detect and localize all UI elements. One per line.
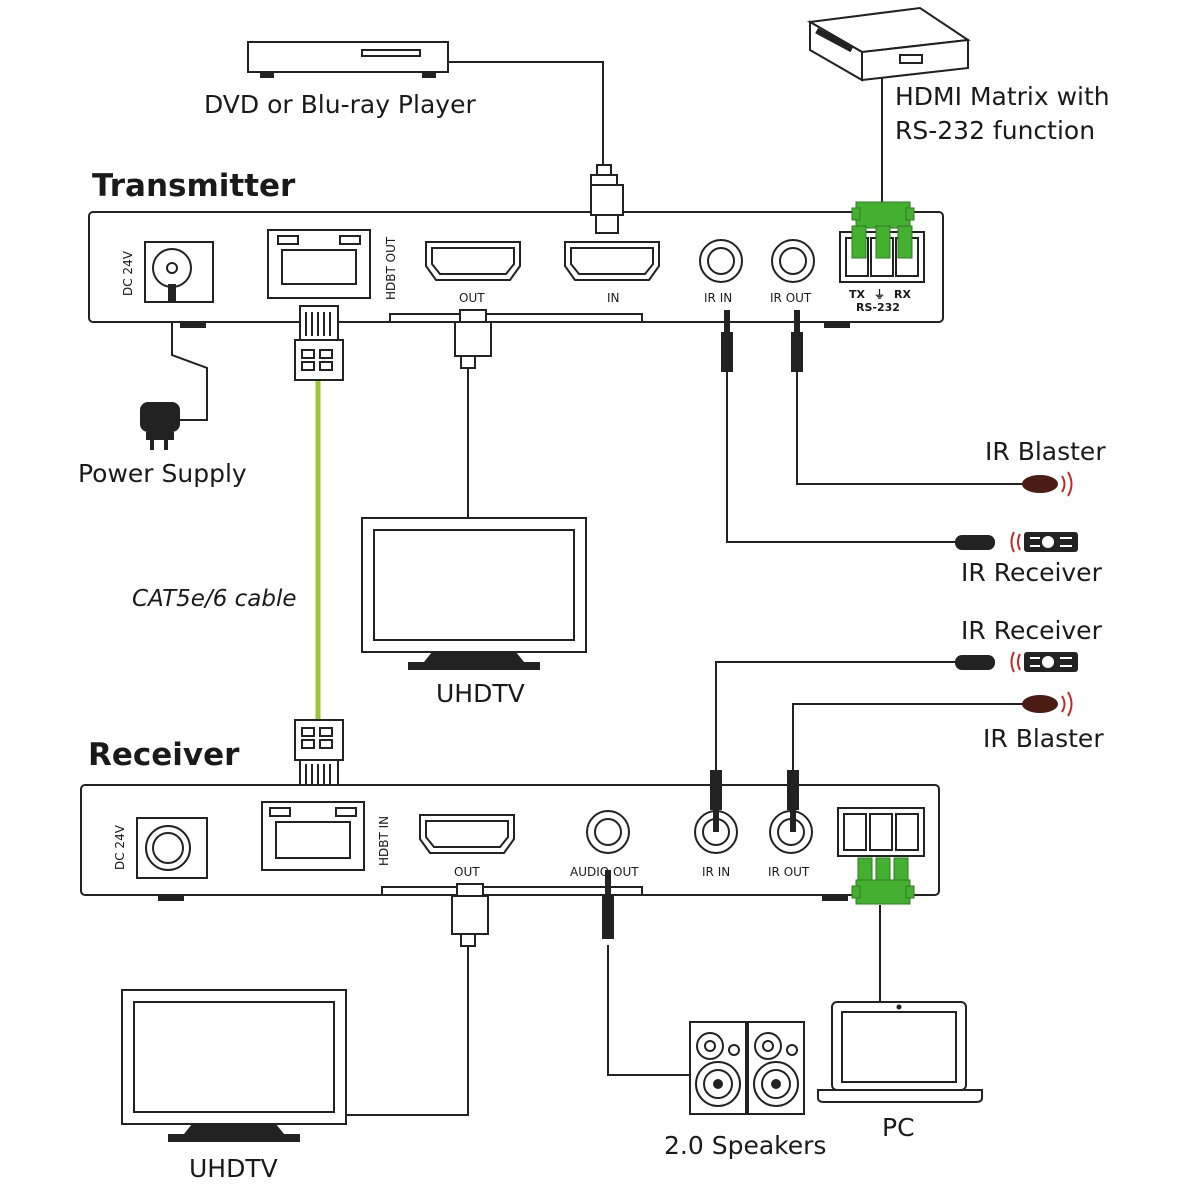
rx-ir-in-cable	[715, 661, 955, 770]
rx-ir-out-label: IR OUT	[768, 865, 810, 879]
ir-blaster-bottom-icon	[1022, 691, 1073, 717]
tx-ir-in-plug	[721, 310, 733, 372]
dvd-hdmi-cable	[448, 61, 604, 165]
rx-ir-out-cable	[792, 703, 1025, 770]
hdmi-matrix-icon	[806, 6, 971, 82]
tx-dc-label: DC 24V	[121, 250, 135, 296]
rx-out-hdmi-plug	[451, 883, 489, 947]
receiver-unit: DC 24V HDBT IN OUT AUDIO OUT IR IN	[80, 784, 940, 901]
rx-dc-label: DC 24V	[113, 824, 127, 870]
ir-receiver-bottom-icon	[955, 651, 1021, 673]
rx-hdmi-out-port	[419, 814, 515, 854]
transmitter-unit: DC 24V HDBT OUT OUT IN	[88, 211, 944, 328]
speakers-label: 2.0 Speakers	[664, 1131, 826, 1160]
tx-hdmi-in-port	[564, 241, 660, 281]
rx-hdbt-port	[261, 801, 365, 871]
power-cable	[171, 300, 208, 421]
receiver-title: Receiver	[88, 737, 240, 773]
tx-rs232-label: RS-232	[856, 301, 900, 314]
rx-out-tv-cable	[346, 945, 469, 1116]
rx-dc-port	[136, 817, 208, 879]
ir-blaster-top-icon	[1022, 471, 1073, 497]
pc-label: PC	[882, 1113, 915, 1142]
power-adapter-icon	[140, 402, 180, 450]
tx-hdmi-out-port	[425, 241, 521, 281]
rx-hdbt-label: HDBT IN	[377, 816, 391, 866]
tx-ir-out-cable	[796, 372, 1025, 485]
tx-ir-in-label: IR IN	[704, 291, 732, 305]
uhdtv-bottom-icon	[121, 989, 347, 1142]
tx-ir-out-label: IR OUT	[770, 291, 812, 305]
hdmi-matrix-label-line1: HDMI Matrix with	[895, 82, 1110, 111]
rx-ir-in-label: IR IN	[702, 865, 730, 879]
tx-ir-out-plug	[791, 310, 803, 372]
rx-ir-out-plug	[787, 770, 799, 832]
tx-dc-port	[144, 241, 214, 303]
pc-laptop-icon	[817, 1001, 983, 1103]
dvd-player-label: DVD or Blu-ray Player	[204, 90, 476, 119]
ir-receiver-top-icon	[955, 531, 1021, 553]
tx-rj45-plug	[294, 305, 344, 381]
rx-ir-in-plug	[710, 770, 722, 832]
uhdtv-top-label: UHDTV	[436, 679, 525, 708]
power-supply-label: Power Supply	[78, 459, 247, 488]
rx-audio-cable	[607, 945, 690, 1076]
rx-audio-plug	[602, 870, 614, 939]
tx-rx-label: RX	[894, 288, 911, 301]
dvd-player-icon	[247, 41, 449, 78]
tx-in-hdmi-plug	[590, 164, 624, 234]
tx-hdbt-port	[267, 229, 371, 299]
cables	[171, 58, 1025, 1116]
tx-ir-in-port	[699, 239, 743, 283]
rx-rs232-port	[837, 807, 925, 857]
tx-ground-symbol: ⏚	[874, 288, 885, 301]
tx-rs232-plug	[851, 201, 915, 259]
tx-ir-out-port	[771, 239, 815, 283]
tx-out-label: OUT	[459, 291, 485, 305]
hdmi-matrix-label-line2: RS-232 function	[895, 116, 1095, 145]
cat-cable-label: CAT5e/6 cable	[132, 586, 297, 612]
rx-rs232-plug	[851, 857, 915, 905]
speakers-icon	[689, 1021, 805, 1115]
rx-rj45-plug	[294, 719, 344, 795]
tx-in-label: IN	[607, 291, 620, 305]
tx-hdbt-label: HDBT OUT	[384, 236, 398, 300]
ir-receiver-bottom-label: IR Receiver	[961, 616, 1103, 645]
tx-tx-label: TX	[849, 288, 866, 301]
rx-audio-out-port	[586, 810, 630, 854]
uhdtv-bottom-label: UHDTV	[189, 1154, 278, 1183]
ir-blaster-top-label: IR Blaster	[985, 437, 1106, 466]
ir-blaster-bottom-label: IR Blaster	[983, 724, 1104, 753]
uhdtv-top-icon	[361, 517, 587, 670]
rx-out-label: OUT	[454, 865, 480, 879]
tx-ir-in-cable	[726, 372, 955, 543]
remote-control-bottom-icon	[1024, 652, 1078, 672]
ir-receiver-top-label: IR Receiver	[961, 558, 1103, 587]
transmitter-title: Transmitter	[92, 168, 296, 204]
remote-control-top-icon	[1024, 532, 1078, 552]
tx-out-hdmi-plug	[454, 309, 492, 369]
rx-audio-out-label: AUDIO OUT	[570, 865, 639, 879]
tx-dc-plug	[168, 284, 176, 302]
